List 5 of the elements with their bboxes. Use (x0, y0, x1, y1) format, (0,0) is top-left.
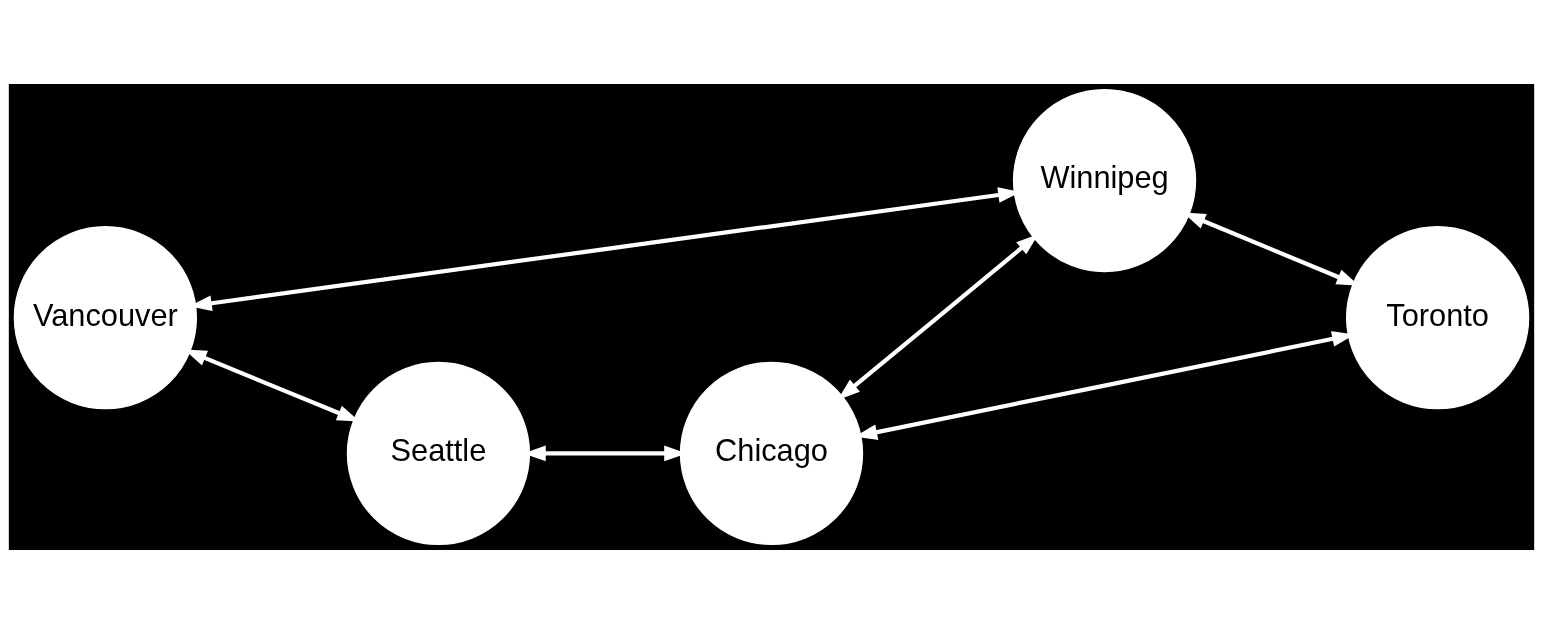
node-circle: Vancouver (13, 225, 198, 409)
node-circle: Winnipeg (1012, 88, 1197, 272)
node-circle: Toronto (1345, 225, 1530, 409)
node-circle: Chicago (679, 361, 864, 545)
node-circle: Seattle (346, 361, 531, 545)
